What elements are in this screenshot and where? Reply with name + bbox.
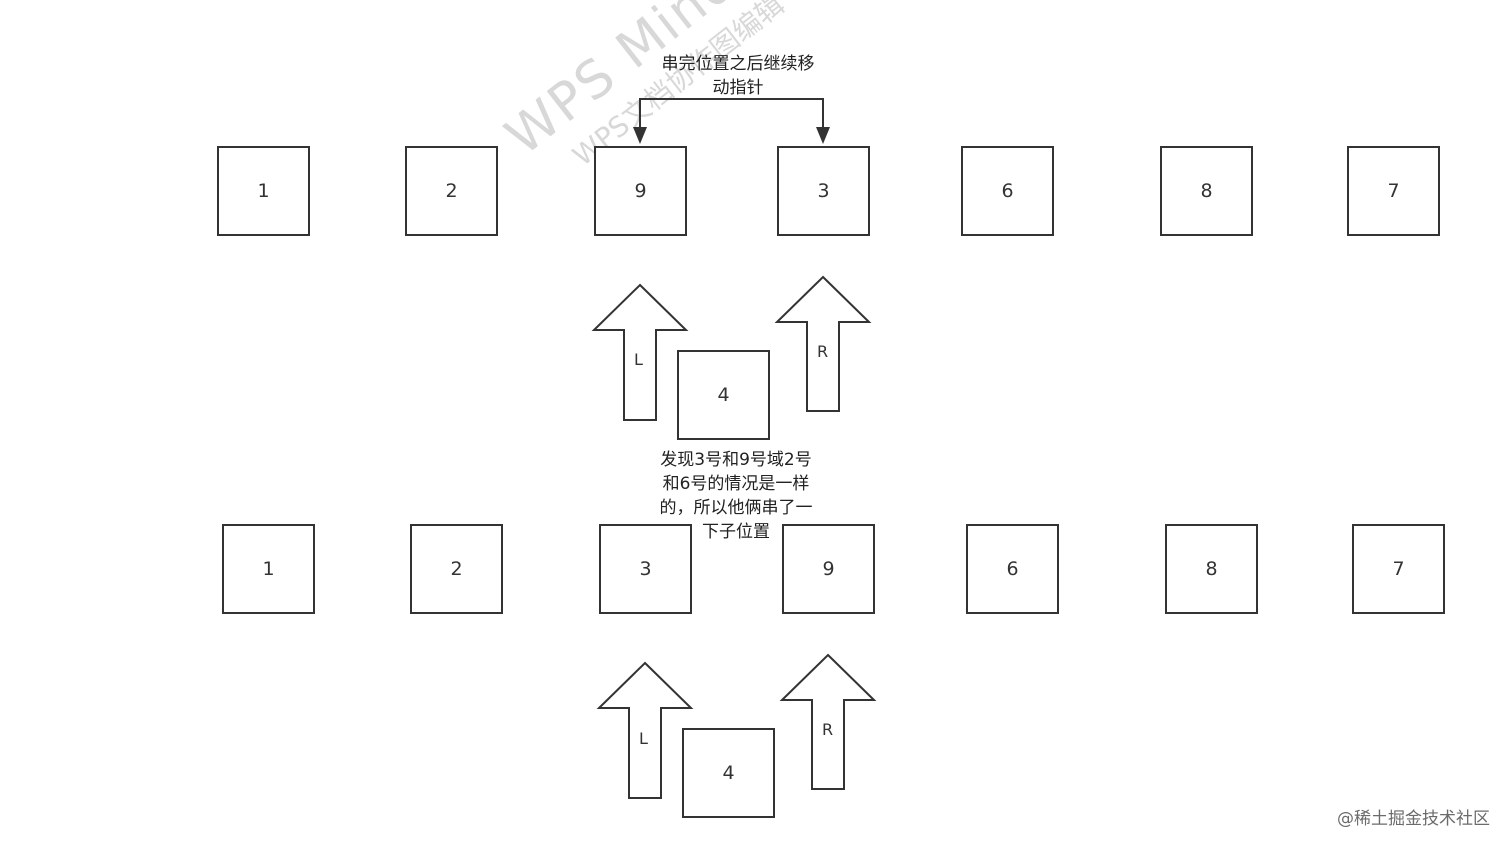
swap-arrowhead-left xyxy=(633,127,647,144)
top-box-7: 7 xyxy=(1347,146,1440,236)
bottom-box-7: 7 xyxy=(1352,524,1445,614)
top-note: 串完位置之后继续移 动指针 xyxy=(648,52,828,100)
top-box-4: 3 xyxy=(777,146,870,236)
middle-note-line: 下子位置 xyxy=(702,522,770,542)
source-credit: @稀土掘金技术社区 xyxy=(1337,809,1490,829)
bottom-box-2: 2 xyxy=(410,524,503,614)
top-box-2: 2 xyxy=(405,146,498,236)
top-box-6: 8 xyxy=(1160,146,1253,236)
bottom-pivot-box: 4 xyxy=(682,728,775,818)
top-left-pointer-arrow xyxy=(591,283,689,421)
top-box-5: 6 xyxy=(961,146,1054,236)
top-note-line: 动指针 xyxy=(712,78,764,98)
top-right-pointer-arrow xyxy=(774,275,872,412)
swap-connector xyxy=(639,98,824,127)
bottom-box-4: 9 xyxy=(782,524,875,614)
bottom-box-6: 8 xyxy=(1165,524,1258,614)
swap-arrowhead-right xyxy=(816,127,830,144)
bottom-box-1: 1 xyxy=(222,524,315,614)
top-box-1: 1 xyxy=(217,146,310,236)
bottom-right-pointer-label: R xyxy=(822,720,834,739)
middle-note-line: 发现3号和9号域2号 xyxy=(660,450,812,470)
top-box-3: 9 xyxy=(594,146,687,236)
middle-note-line: 和6号的情况是一样 xyxy=(662,474,810,494)
top-right-pointer-label: R xyxy=(817,342,829,361)
top-note-line: 串完位置之后继续移 xyxy=(661,54,815,74)
middle-note-line: 的，所以他俩串了一 xyxy=(659,498,813,518)
bottom-box-3: 3 xyxy=(599,524,692,614)
bottom-left-pointer-label: L xyxy=(639,729,648,748)
top-pivot-box: 4 xyxy=(677,350,770,440)
top-left-pointer-label: L xyxy=(634,350,643,369)
middle-note: 发现3号和9号域2号 和6号的情况是一样 的，所以他俩串了一 下子位置 xyxy=(646,448,826,544)
bottom-left-pointer-arrow xyxy=(596,661,694,799)
bottom-box-5: 6 xyxy=(966,524,1059,614)
bottom-right-pointer-arrow xyxy=(779,653,877,790)
